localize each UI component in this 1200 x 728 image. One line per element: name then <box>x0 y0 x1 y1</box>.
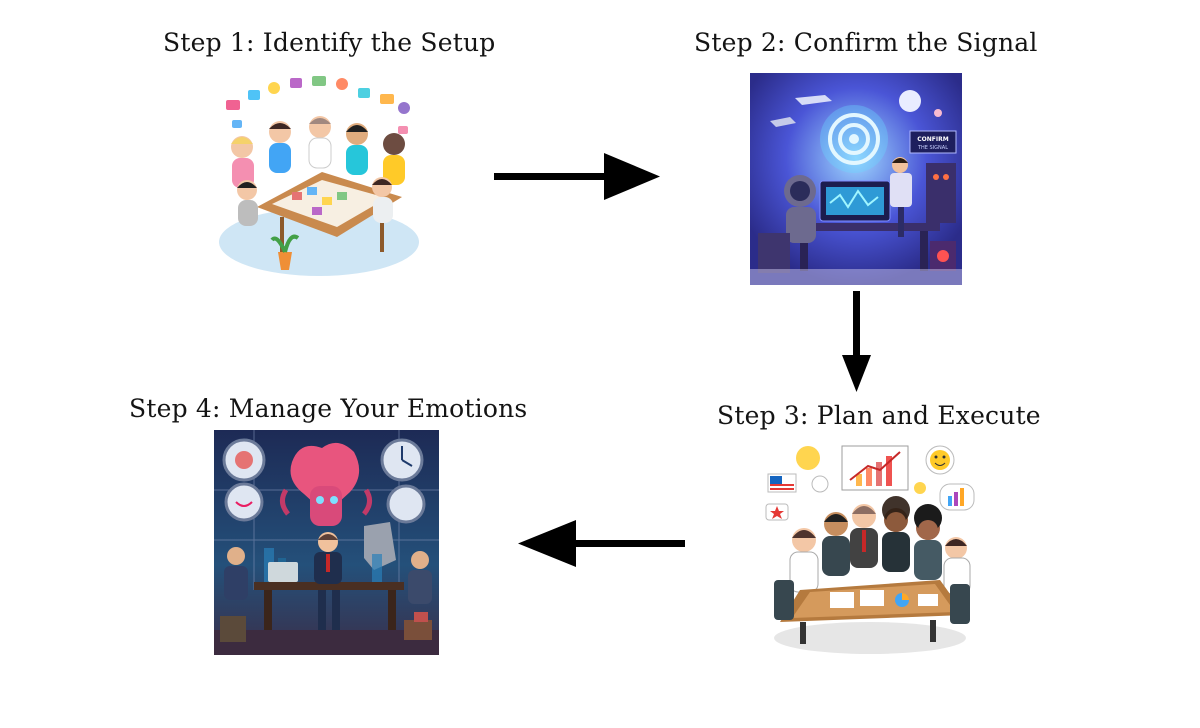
floating-idea-icons <box>226 76 410 134</box>
confirm-sign: CONFIRM THE SIGNAL <box>909 130 957 154</box>
step-1-title: Step 1: Identify the Setup <box>163 28 496 57</box>
people-group <box>231 116 405 226</box>
arrow-step2-to-step3 <box>842 291 871 392</box>
step-4-illustration <box>214 430 439 655</box>
step-1-illustration <box>219 76 419 276</box>
sign-line-1: CONFIRM <box>917 136 948 143</box>
sign-line-2: THE SIGNAL <box>917 145 948 151</box>
heart-head <box>280 442 372 526</box>
step-2-illustration: CONFIRM THE SIGNAL <box>750 73 962 285</box>
step-3-title: Step 3: Plan and Execute <box>717 401 1041 430</box>
arrow-step3-to-step4 <box>518 520 685 567</box>
step-3-illustration <box>765 445 975 654</box>
emotion-gauges <box>222 438 426 524</box>
step-4-title: Step 4: Manage Your Emotions <box>129 394 528 423</box>
arrow-step1-to-step2 <box>494 153 660 200</box>
step-2-title: Step 2: Confirm the Signal <box>694 28 1038 57</box>
growth-chart-board <box>841 445 909 491</box>
signal-target-icon <box>820 105 888 173</box>
business-team <box>789 496 971 595</box>
